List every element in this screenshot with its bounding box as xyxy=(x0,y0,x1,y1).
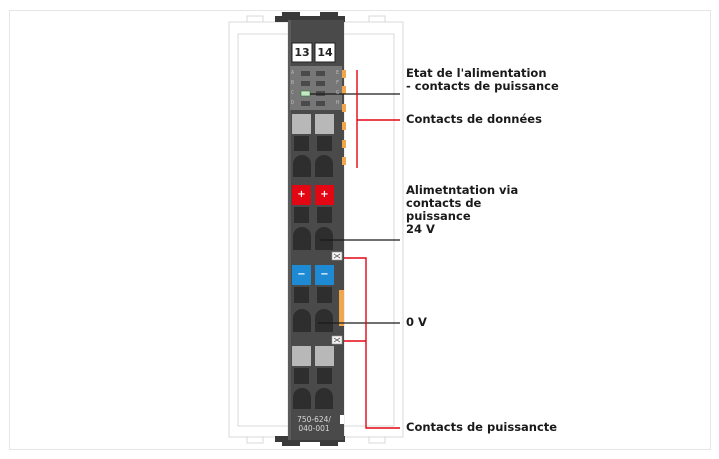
led-letter-e: E xyxy=(336,70,340,76)
label-power-state-line2: - contacts de puissance xyxy=(406,79,559,93)
power-led xyxy=(300,90,311,97)
label-supply-line3: puissance xyxy=(406,209,471,223)
terminal-number-13: 13 xyxy=(294,46,310,59)
rail-clip-top xyxy=(275,12,345,22)
wire-entry-upper xyxy=(293,155,333,177)
label-supply-line4: 24 V xyxy=(406,222,435,236)
plus-terminals xyxy=(292,185,334,223)
bottom-white-tab xyxy=(340,415,344,424)
plus-symbol-left: + xyxy=(297,189,306,200)
release-buttons-upper xyxy=(292,114,334,151)
minus-symbol-right: − xyxy=(320,269,329,280)
zero-volt-contact xyxy=(339,290,344,326)
label-data-contacts: Contacts de données xyxy=(406,112,542,126)
model-variant: 040-001 xyxy=(298,424,330,433)
release-buttons-lower xyxy=(292,346,334,384)
power-contact-marker-lower xyxy=(331,335,343,345)
bracket-power-contacts xyxy=(344,257,400,429)
label-zero-volt: 0 V xyxy=(406,315,427,329)
label-power-contacts: Contacts de puissancte xyxy=(406,420,558,434)
terminal-number-box-13 xyxy=(291,42,313,63)
plus-symbol-right: + xyxy=(320,189,329,200)
led-letter-c: C xyxy=(291,90,295,96)
led-letter-a: A xyxy=(291,70,295,76)
led-letter-d: D xyxy=(291,100,295,106)
label-power-state-line1: Etat de l'alimentation xyxy=(406,66,547,80)
wire-entry-lower xyxy=(293,388,333,409)
led-letter-b: B xyxy=(291,80,295,86)
led-letter-g: G xyxy=(336,90,340,96)
label-supply-line2: contacts de xyxy=(406,196,482,210)
minus-symbol-left: − xyxy=(297,269,306,280)
terminal-number-box-14 xyxy=(314,42,336,63)
led-letter-f: F xyxy=(336,80,340,86)
figure-frame xyxy=(9,10,711,450)
power-contact-marker-upper xyxy=(331,251,343,261)
wire-entry-minus xyxy=(293,309,333,332)
model-number: 750-624/ xyxy=(297,415,331,424)
minus-terminals xyxy=(292,265,334,303)
data-contact-tabs xyxy=(342,70,346,165)
led-letter-h: H xyxy=(336,100,340,106)
terminal-number-14: 14 xyxy=(317,46,333,59)
label-supply-line1: Alimetntation via xyxy=(406,183,519,197)
